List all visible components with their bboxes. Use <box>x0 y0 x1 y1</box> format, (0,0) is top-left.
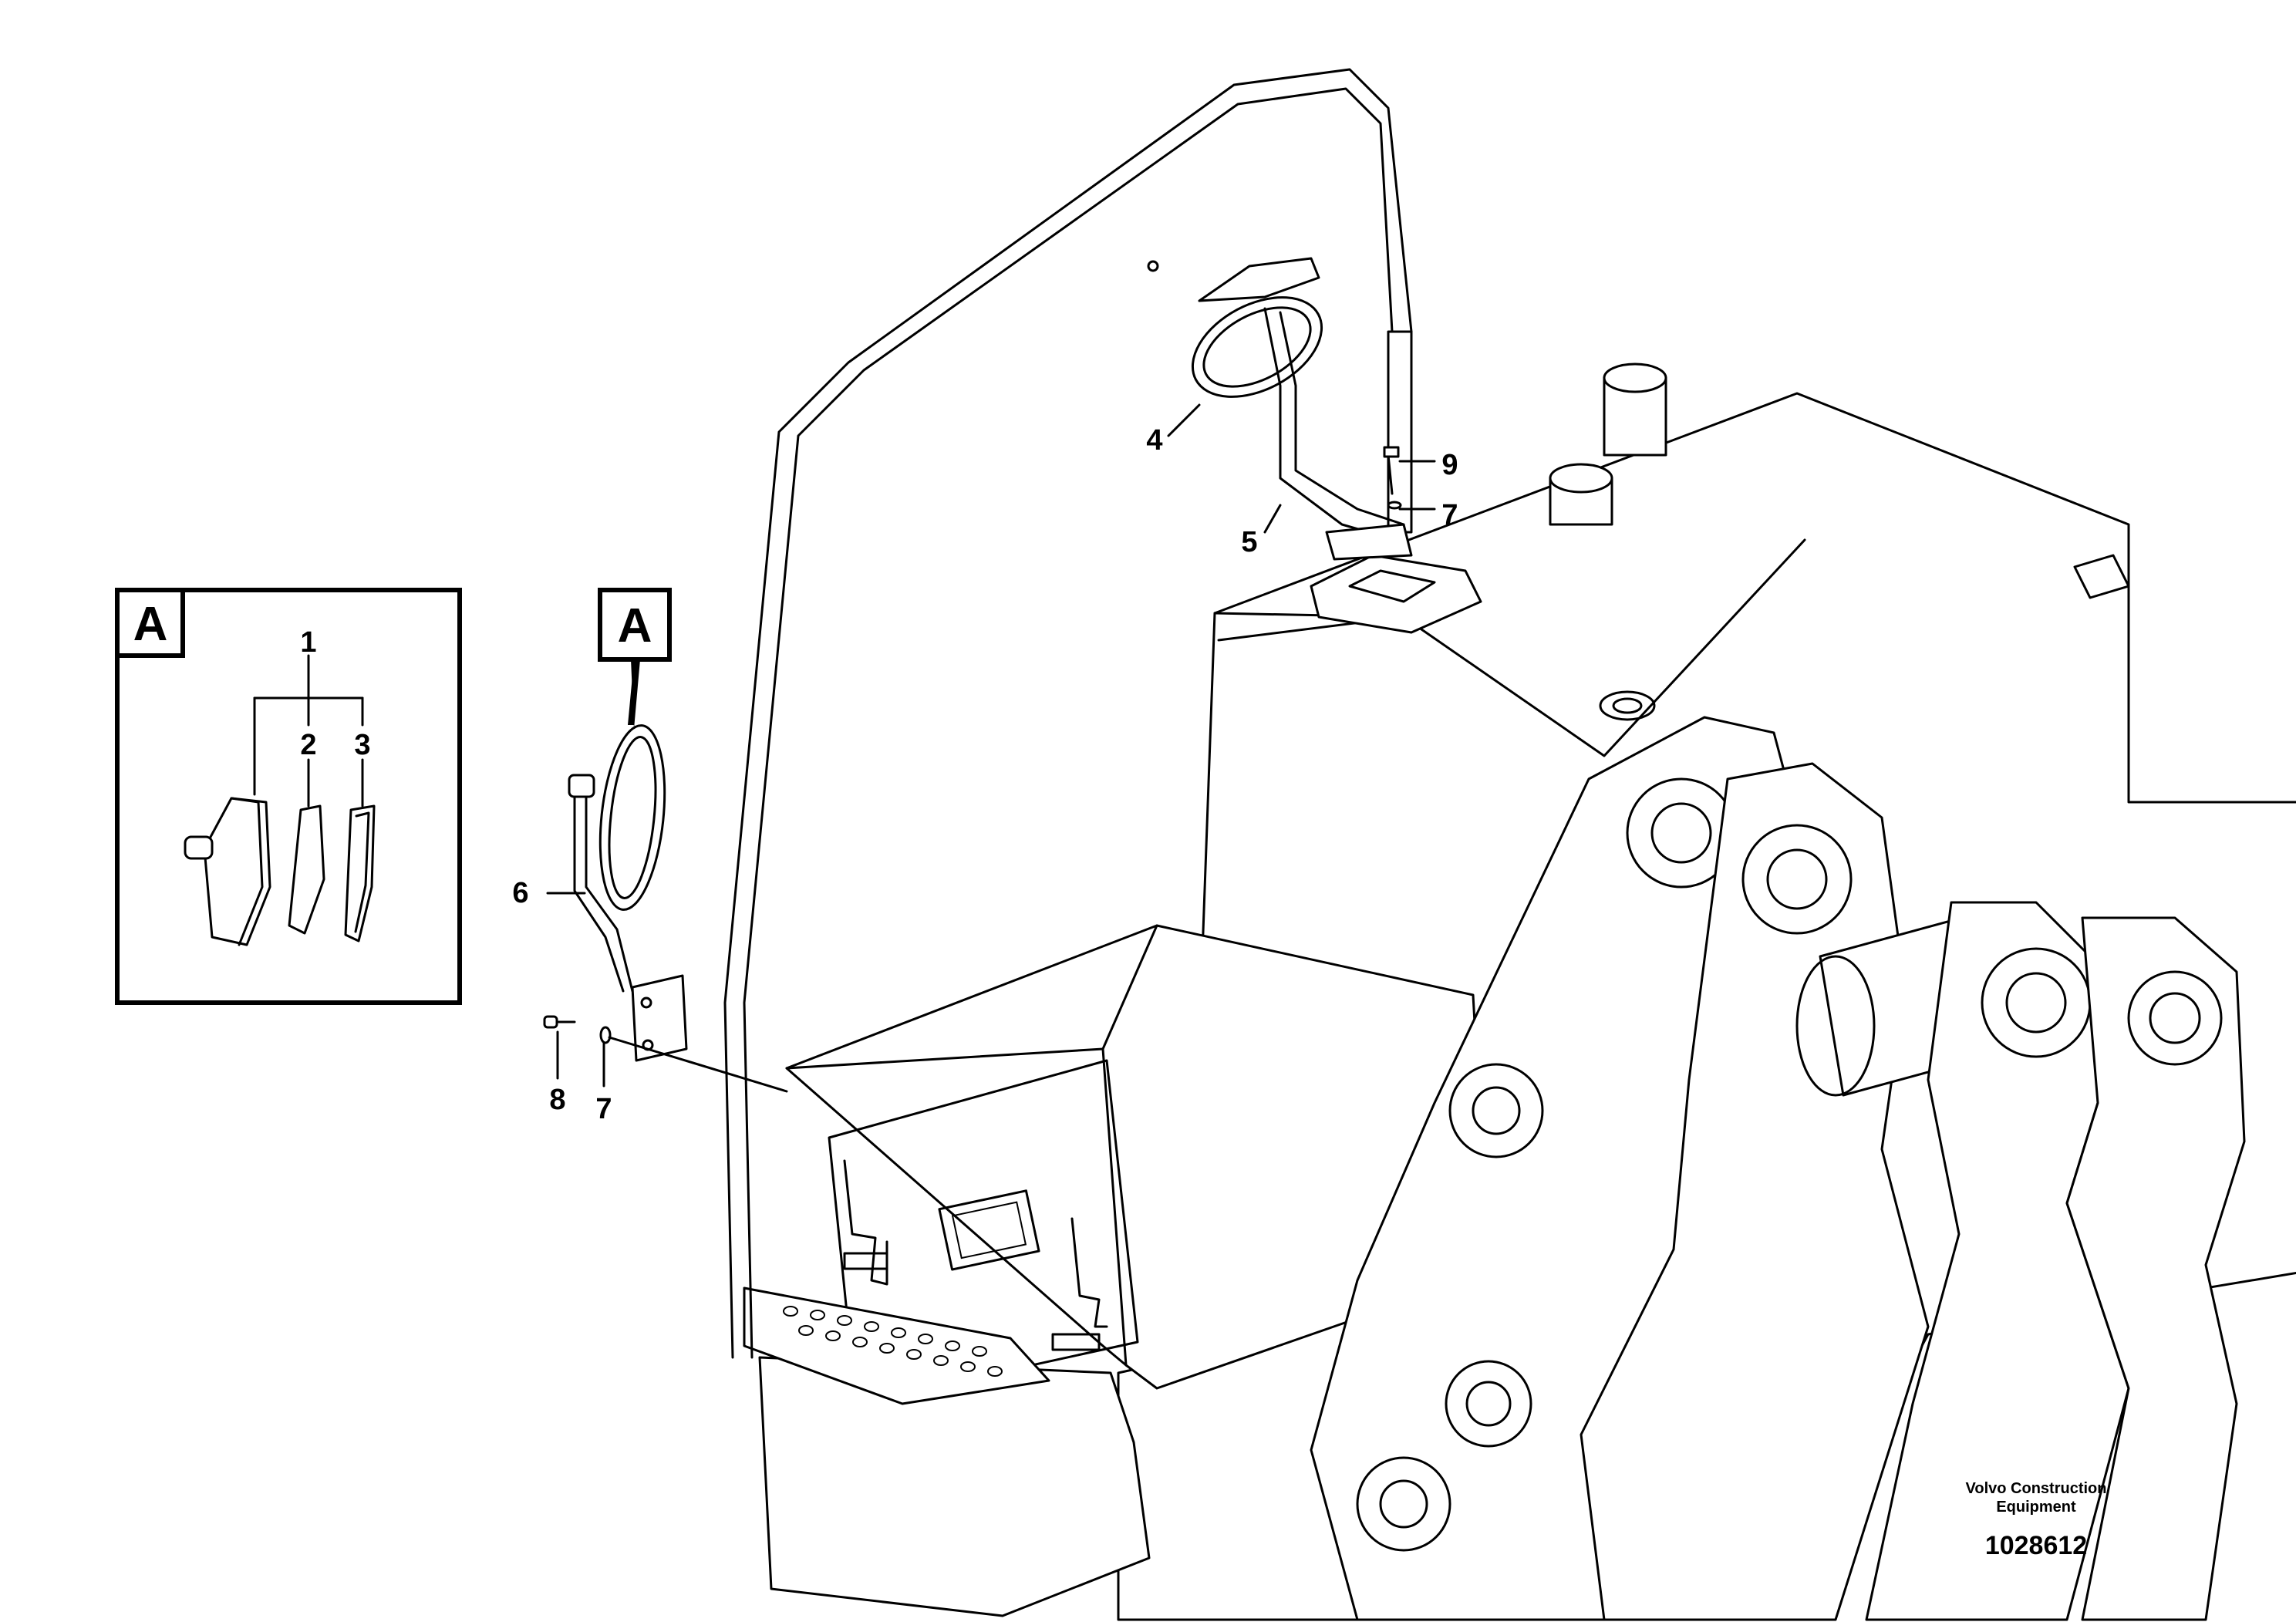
detail-a-pointer-label: A <box>618 599 652 653</box>
side-mirror-assembly <box>543 724 788 1093</box>
detail-view-a <box>115 588 462 1005</box>
machine-body <box>723 68 2296 1621</box>
upper-mirror-assembly <box>1147 257 1413 561</box>
callout-7-upper: 7 <box>1441 499 1458 531</box>
callout-2: 2 <box>300 729 316 761</box>
publisher-credit: Volvo Construction Equipment 1028612 <box>1944 1479 2129 1561</box>
credit-line-2: Equipment <box>1996 1499 2076 1516</box>
drawing-number: 1028612 <box>1984 1531 2088 1560</box>
callout-8: 8 <box>549 1084 565 1116</box>
callout-4: 4 <box>1146 424 1162 457</box>
callout-5: 5 <box>1241 526 1257 558</box>
detail-a-box-label: A <box>133 598 168 651</box>
credit-line-1: Volvo Construction <box>1965 1480 2107 1497</box>
callout-9: 9 <box>1441 449 1458 481</box>
callout-3: 3 <box>354 729 370 761</box>
callout-6: 6 <box>512 877 528 909</box>
step-grate-holes <box>783 1306 1003 1377</box>
detail-a-pointer <box>598 588 672 729</box>
callout-7-lower: 7 <box>595 1093 612 1125</box>
callout-1: 1 <box>300 626 316 659</box>
leader-lines <box>546 403 1436 1088</box>
